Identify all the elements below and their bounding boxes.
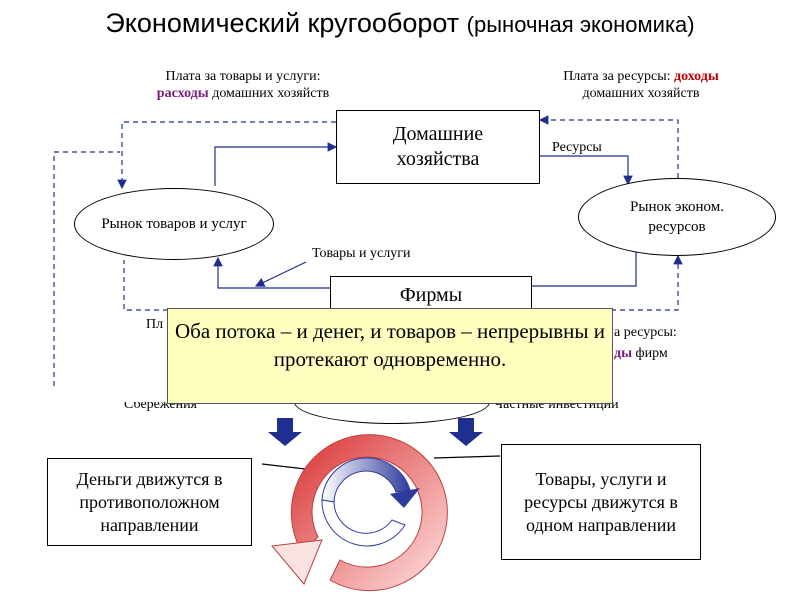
- label-savings-text: Сбережения: [124, 402, 198, 412]
- label-household-income: Плата за ресурсы: доходы домашних хозяйс…: [530, 68, 752, 102]
- label-savings-partial: Сбережения: [124, 402, 197, 413]
- dashed-flow-bottom-left: [123, 260, 330, 311]
- note-money-direction: Деньги движутся в противоположном направ…: [47, 458, 252, 546]
- label-investments-partial: Частные инвестиции: [494, 402, 619, 413]
- label-household-spending-line1: Плата за товары и услуги:: [165, 69, 321, 84]
- down-arrow-right-icon: [449, 418, 483, 446]
- solid-flow-resources-to-firms: [532, 250, 637, 287]
- label-bottom-right-rest: фирм: [632, 346, 668, 361]
- label-bottom-left-partial: Пл: [146, 317, 164, 332]
- goods-note-pointer: [433, 455, 501, 459]
- label-spending-rest: домашних хозяйств: [208, 86, 330, 101]
- note-goods-direction: Товары, услуги и ресурсы движутся в одно…: [501, 444, 701, 560]
- title-paren: (рыночная экономика): [466, 12, 695, 37]
- page-title: Экономический кругооборот (рыночная экон…: [0, 8, 800, 40]
- label-income-line2: домашних хозяйств: [582, 86, 700, 101]
- title-main: Экономический кругооборот: [105, 8, 460, 38]
- solid-flow-resources: [540, 155, 633, 186]
- solid-flow-firms-to-goods: [213, 256, 330, 289]
- dashed-flow-bottom-right: [530, 254, 683, 311]
- label-investments-text: Частные инвестиции: [494, 402, 619, 412]
- label-household-spending: Плата за товары и услуги: расходы домашн…: [132, 68, 354, 102]
- label-resources: Ресурсы: [552, 140, 602, 155]
- node-goods-market: Рынок товаров и услуг: [74, 188, 274, 260]
- label-spending-accent: расходы: [156, 86, 209, 101]
- solid-flow-goods-to-households: [214, 142, 338, 186]
- dashed-flow-top-right: [538, 115, 679, 178]
- label-bottom-right-line2: ды фирм: [614, 345, 668, 362]
- down-arrow-left-icon: [268, 418, 302, 446]
- goods-label-pointer: [254, 261, 307, 287]
- node-households: Домашние хозяйства: [336, 110, 540, 184]
- label-goods-services: Товары и услуги: [312, 246, 411, 261]
- circular-flow-icon: [271, 434, 448, 592]
- label-bottom-right-partial: а ресурсы:: [614, 325, 677, 340]
- node-resource-market: Рынок эконом. ресурсов: [578, 178, 776, 256]
- dashed-flow-top-left: [117, 121, 336, 190]
- dashed-flow-savings: [53, 151, 120, 386]
- callout-note: Оба потока – и денег, и товаров – непрер…: [167, 308, 613, 404]
- label-income-line1: Плата за ресурсы:: [563, 69, 674, 84]
- label-income-accent: доходы: [673, 69, 719, 84]
- label-bottom-right-accent: ды: [614, 346, 633, 361]
